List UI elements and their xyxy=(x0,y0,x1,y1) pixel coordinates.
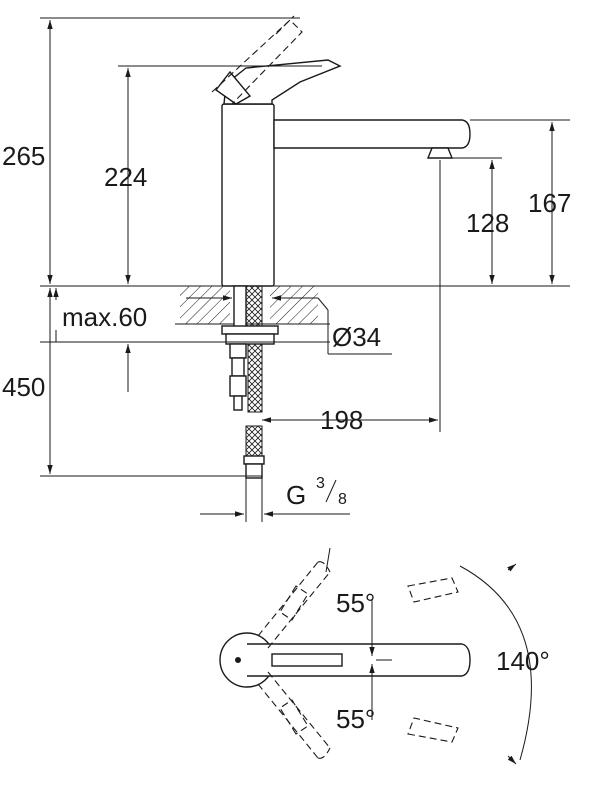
dim-265-label: 265 xyxy=(2,141,45,171)
dim-167-label: 167 xyxy=(528,188,571,218)
angle-lower-label: 55° xyxy=(336,704,375,734)
dim-thread: G 3 8 xyxy=(200,475,350,517)
dim-projection: 198 xyxy=(262,160,441,435)
outlet-dot xyxy=(235,657,241,663)
deck-section xyxy=(40,285,330,325)
thread-denominator: 8 xyxy=(338,491,347,508)
side-view: 265 224 167 128 max.60 xyxy=(2,15,571,522)
plan-view: 55° 55° 140° xyxy=(219,547,550,765)
dim-450-label: 450 xyxy=(2,372,45,402)
faucet-body xyxy=(211,15,471,287)
dim-body-height: 224 xyxy=(104,65,322,284)
dim-224-label: 224 xyxy=(104,162,147,192)
angle-upper-label: 55° xyxy=(336,588,375,618)
dim-128-label: 128 xyxy=(466,208,509,238)
thread-g-label: G xyxy=(286,480,306,510)
dim-198-label: 198 xyxy=(320,405,363,435)
dim-hole-label: Ø34 xyxy=(332,322,381,352)
mounting-shank xyxy=(221,285,279,522)
dim-outlet-height: 128 xyxy=(452,157,509,284)
dim-hose-length: 450 xyxy=(2,288,262,477)
dim-max60-label: max.60 xyxy=(62,302,147,332)
thread-numerator: 3 xyxy=(316,475,325,492)
dim-deck-thickness: max.60 xyxy=(40,288,330,392)
angle-total-label: 140° xyxy=(496,646,550,676)
dim-spout-height: 167 xyxy=(330,119,571,287)
dim-total-height: 265 xyxy=(2,17,300,284)
dim-hole-diameter: Ø34 xyxy=(186,295,392,355)
